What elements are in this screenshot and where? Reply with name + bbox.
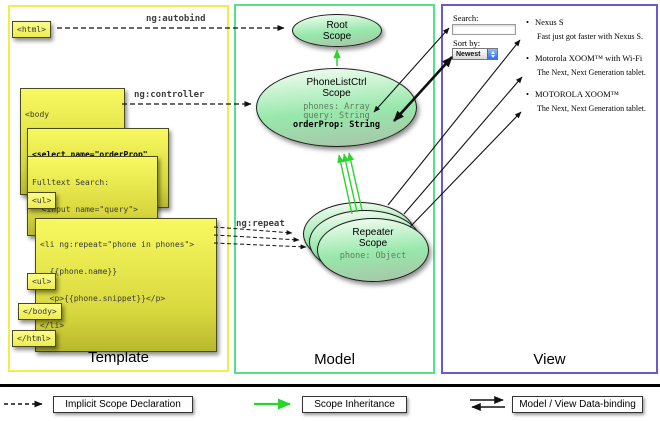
code-text: </li> [40,321,65,330]
bullet-icon: • [526,53,529,63]
code-text: </body> [23,307,57,316]
code-text: <input name="query"> [32,205,138,214]
phone-title: Motorola XOOM™ with Wi-Fi [535,53,643,63]
sort-dropdown[interactable]: Newest [452,48,498,60]
phone-description: Fast just got faster with Nexus S. [537,32,643,41]
legend-scope-inheritance: Scope Inheritance [302,396,407,413]
template-column-label: Template [88,349,149,366]
scope-title: Repeater [352,227,394,238]
model-column-label: Model [314,351,355,368]
list-item: • Motorola XOOM™ with Wi-Fi The Next, Nex… [526,53,656,77]
code-text: {{phone.name}} [40,267,118,276]
dropdown-stepper-icon [487,49,497,59]
bullet-icon: • [526,17,529,27]
legend-divider [0,384,660,387]
code-text: <body [25,110,50,119]
code-box-body-close: </body> [18,303,62,320]
code-text: <ul> [32,277,52,286]
scope-title: Root [326,20,348,31]
root-scope-ellipse: Root Scope [292,14,382,47]
phone-title: MOTOROLA XOOM™ [535,89,619,99]
code-text: <select name="orderProp" [32,150,148,159]
sort-by-label: Sort by: [453,38,481,48]
bullet-icon: • [526,89,529,99]
code-text: </html> [17,334,51,343]
phonelistctrl-scope-ellipse: PhoneListCtrl Scope phones: Array query:… [256,68,417,147]
legend-implicit-scope: Implicit Scope Declaration [53,396,193,413]
sort-dropdown-value: Newest [456,50,481,58]
view-column-label: View [533,351,566,368]
scope-property: query: String [303,111,370,121]
code-text: <ul> [32,196,52,205]
scope-property: orderProp: String [293,120,380,130]
phone-description: The Next, Next Generation tablet. [537,68,646,77]
search-label: Search: [453,13,479,23]
phone-description: The Next, Next Generation tablet. [537,104,646,113]
scope-property: phone: Object [339,251,407,261]
code-text: <li ng:repeat="phone in phones"> [40,240,195,249]
legend-data-binding: Model / View Data-binding [512,396,643,413]
legend-double-arrow-icon [470,396,505,411]
code-box-html-close: </html> [12,330,56,347]
code-box-li-repeat: <li ng:repeat="phone in phones"> {{phone… [35,218,217,352]
code-box-ul-open: <ul> [27,192,57,209]
ng-autobind-label: ng:autobind [146,14,206,24]
scope-title: Scope [322,88,351,99]
phone-list: • Nexus S Fast just got faster with Nexus… [526,17,656,125]
phone-title: Nexus S [535,17,564,27]
model-column [234,4,435,374]
code-text: <html> [17,25,46,34]
scope-title: PhoneListCtrl [306,77,367,88]
ng-repeat-label: ng:repeat [236,219,285,229]
list-item: • Nexus S Fast just got faster with Nexus… [526,17,656,41]
code-box-html-open: <html> [12,21,51,38]
list-item: • MOTOROLA XOOM™ The Next, Next Generatio… [526,89,656,113]
repeater-scope-ellipse-front: Repeater Scope phone: Object [317,218,429,282]
ng-controller-label: ng:controller [134,90,205,100]
search-input[interactable] [452,24,516,35]
scope-title: Scope [358,238,388,249]
code-text: Fulltext Search: [32,178,110,187]
code-text: <p>{{phone.snippet}}</p> [40,294,166,303]
scope-property: phones: Array [303,102,370,112]
code-box-ul-close: <ul> [27,273,57,290]
scope-title: Scope [322,31,352,42]
